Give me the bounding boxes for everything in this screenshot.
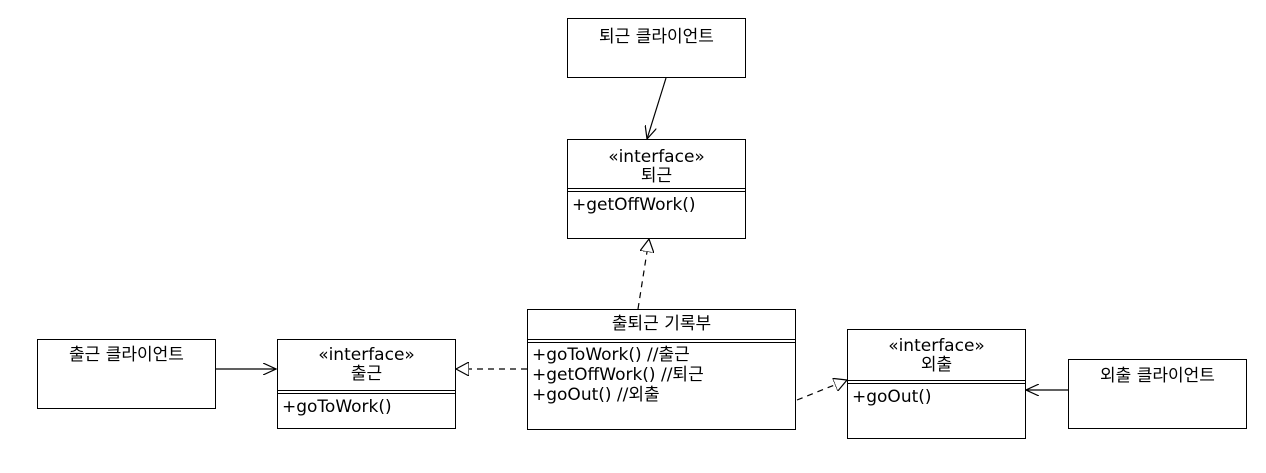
outing-interface-separator [848,380,1025,384]
leave-interface-stereotype: «interface» [608,147,705,167]
arrive-client-label: 출근 클라이언트 [69,345,184,365]
arrive-interface-header: «interface» 출근 [278,340,455,390]
arrive-client-box: 출근 클라이언트 [37,339,216,409]
leave-interface-header: «interface» 퇴근 [568,140,745,188]
recorder-operations: +goToWork() //출근 +getOffWork() //퇴근 +goO… [528,343,795,405]
dependency-leave-client-to-leave-interface [647,77,667,139]
operation: +getOffWork() [572,195,696,215]
arrive-interface-separator [278,390,455,394]
outing-client-label: 외출 클라이언트 [1100,366,1215,386]
outing-client-box: 외출 클라이언트 [1068,359,1247,429]
operation: +goToWork() [282,397,392,417]
leave-interface-box: «interface» 퇴근 +getOffWork() [567,139,746,239]
leave-interface-separator [568,188,745,192]
recorder-class-box: 출퇴근 기록부 +goToWork() //출근 +getOffWork() /… [527,309,796,430]
operation: +goToWork() //출근 [532,345,690,365]
arrive-interface-box: «interface» 출근 +goToWork() [277,339,456,429]
leave-interface-name: 퇴근 [640,166,673,186]
outing-interface-box: «interface» 외출 +goOut() [847,329,1026,439]
operation: +getOffWork() //퇴근 [532,365,704,385]
outing-interface-header: «interface» 외출 [848,330,1025,380]
leave-interface-operations: +getOffWork() [568,192,745,215]
operation: +goOut() //외출 [532,385,660,405]
recorder-header: 출퇴근 기록부 [528,310,795,339]
recorder-separator [528,339,795,343]
leave-client-box: 퇴근 클라이언트 [567,18,746,78]
arrive-interface-stereotype: «interface» [318,345,415,365]
outing-interface-name: 외출 [920,355,953,375]
recorder-name: 출퇴근 기록부 [611,314,712,334]
outing-interface-stereotype: «interface» [888,336,985,356]
leave-client-label: 퇴근 클라이언트 [599,27,714,47]
realization-recorder-to-outing-interface [796,380,847,401]
arrive-interface-name: 출근 [350,364,383,384]
operation: +goOut() [852,387,932,407]
outing-interface-operations: +goOut() [848,384,1025,407]
realization-recorder-to-leave-interface [637,239,649,310]
arrive-interface-operations: +goToWork() [278,394,455,417]
